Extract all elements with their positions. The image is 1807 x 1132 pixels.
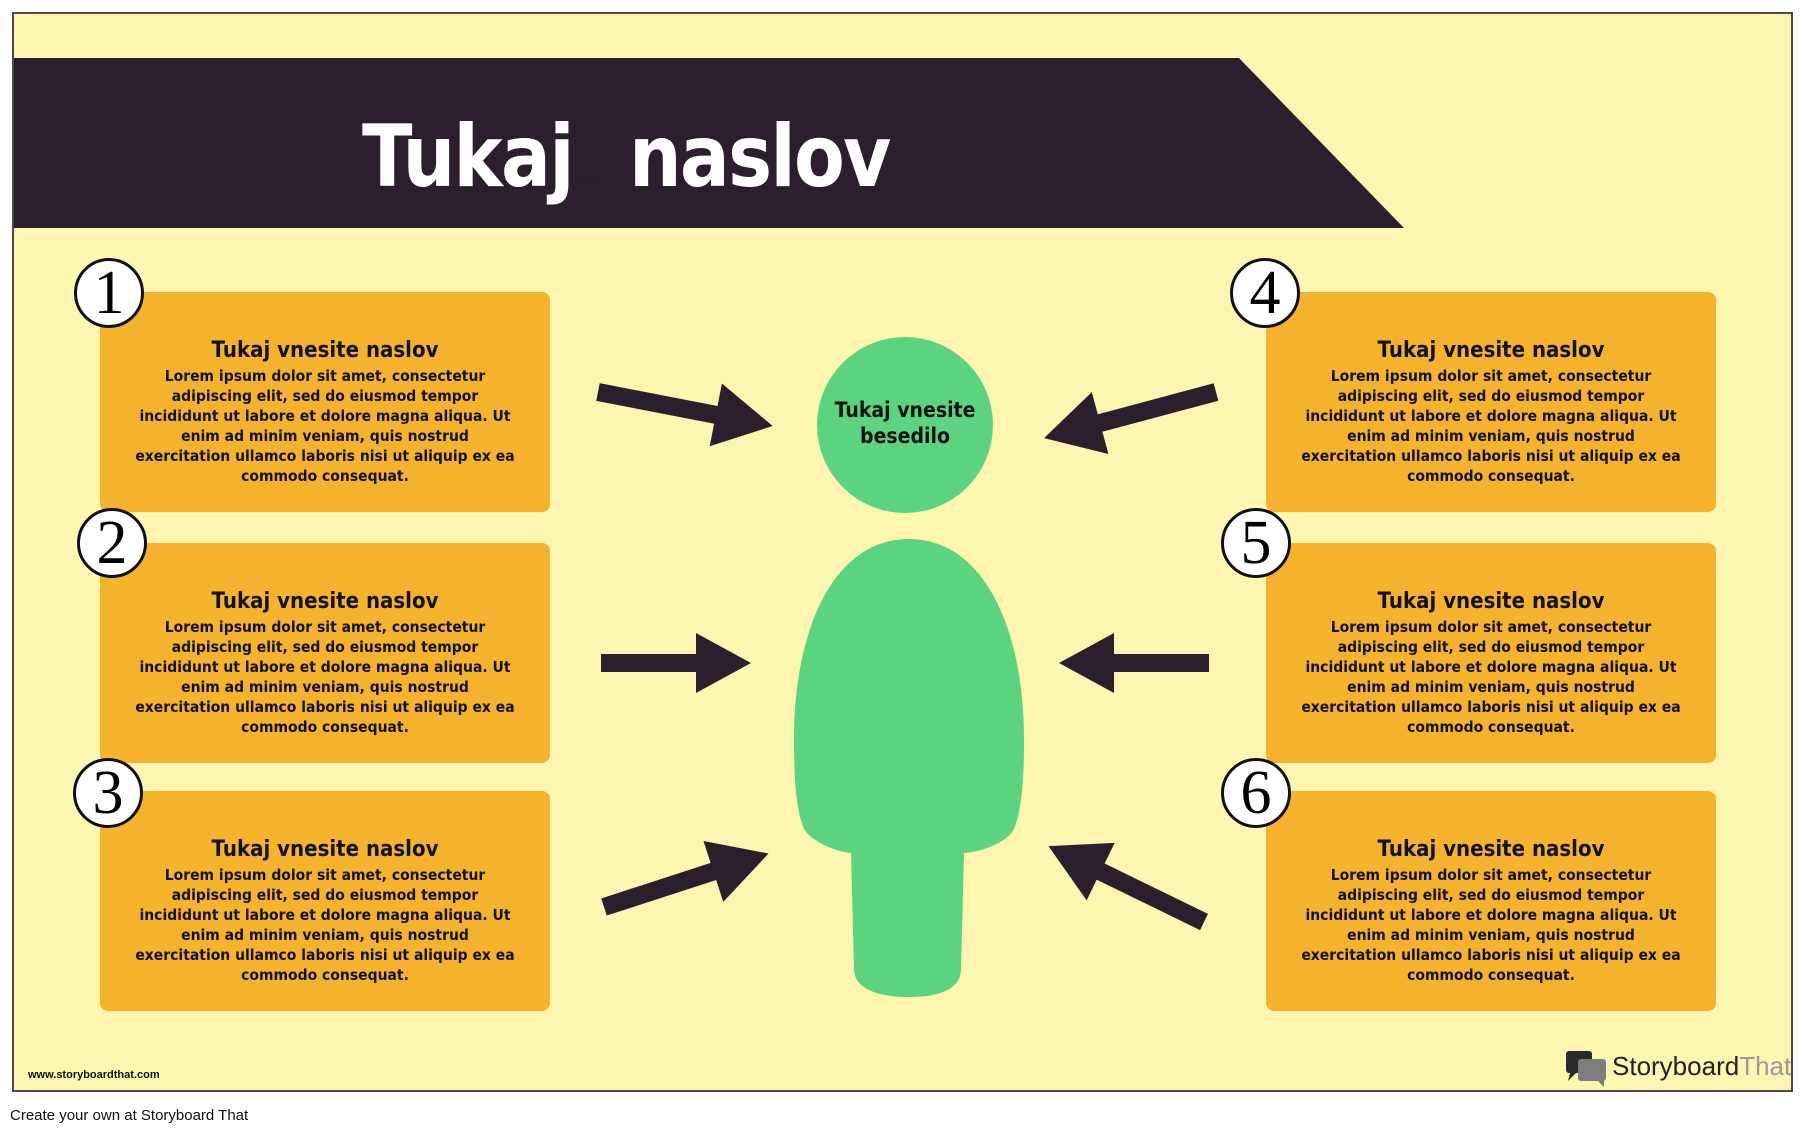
box-title: Tukaj vnesite naslov	[211, 589, 439, 614]
box-body: Lorem ipsum dolor sit amet, consectetur …	[135, 367, 515, 485]
box-body: Lorem ipsum dolor sit amet, consectetur …	[1301, 866, 1681, 984]
arrow-2	[601, 633, 751, 693]
figure-body	[794, 539, 1024, 997]
arrow-6	[1048, 842, 1208, 931]
info-box-1: Tukaj vnesite naslov Lorem ipsum dolor s…	[100, 292, 550, 512]
logo-main-text: Storyboard	[1612, 1051, 1740, 1081]
box-body: Lorem ipsum dolor sit amet, consectetur …	[1301, 367, 1681, 485]
footer-url[interactable]: www.storyboardthat.com	[28, 1069, 160, 1081]
figure-head: Tukaj vnesite besedilo	[817, 337, 993, 513]
box-title: Tukaj vnesite naslov	[1377, 837, 1605, 862]
number-badge-4: 4	[1230, 258, 1300, 328]
infographic-canvas: Tukaj vnesite naslov Tukaj vnesite naslo…	[12, 12, 1793, 1092]
arrow-4	[1044, 383, 1219, 454]
box-body: Lorem ipsum dolor sit amet, consectetur …	[135, 866, 515, 984]
box-body: Lorem ipsum dolor sit amet, consectetur …	[1301, 618, 1681, 736]
number-badge-5: 5	[1221, 508, 1291, 578]
arrow-3	[601, 841, 769, 916]
arrow-1	[596, 383, 773, 447]
box-title: Tukaj vnesite naslov	[1377, 338, 1605, 363]
title-small-word: vnesite	[572, 175, 604, 185]
number-badge-3: 3	[73, 758, 143, 828]
title-word-1: Tukaj	[362, 107, 575, 207]
title-word-2: naslov	[629, 107, 891, 207]
number-badge-1: 1	[74, 258, 144, 328]
box-title: Tukaj vnesite naslov	[211, 837, 439, 862]
box-body: Lorem ipsum dolor sit amet, consectetur …	[135, 618, 515, 736]
storyboardthat-logo-text: StoryboardThat	[1612, 1051, 1791, 1082]
number-badge-2: 2	[77, 508, 147, 578]
info-box-6: Tukaj vnesite naslov Lorem ipsum dolor s…	[1266, 791, 1716, 1011]
number-badge-6: 6	[1221, 758, 1291, 828]
speech-bubble-logo-icon	[1566, 1051, 1606, 1087]
info-box-3: Tukaj vnesite naslov Lorem ipsum dolor s…	[100, 791, 550, 1011]
info-box-5: Tukaj vnesite naslov Lorem ipsum dolor s…	[1266, 543, 1716, 763]
create-your-own-link[interactable]: Create your own at Storyboard That	[10, 1107, 249, 1124]
logo-light-text: That	[1739, 1051, 1792, 1081]
title-banner	[14, 58, 1404, 228]
arrow-5	[1059, 633, 1209, 693]
arrows-layer	[596, 383, 1219, 931]
box-title: Tukaj vnesite naslov	[211, 338, 439, 363]
box-title: Tukaj vnesite naslov	[1377, 589, 1605, 614]
info-box-4: Tukaj vnesite naslov Lorem ipsum dolor s…	[1266, 292, 1716, 512]
info-box-2: Tukaj vnesite naslov Lorem ipsum dolor s…	[100, 543, 550, 763]
center-text: Tukaj vnesite besedilo	[834, 398, 976, 448]
